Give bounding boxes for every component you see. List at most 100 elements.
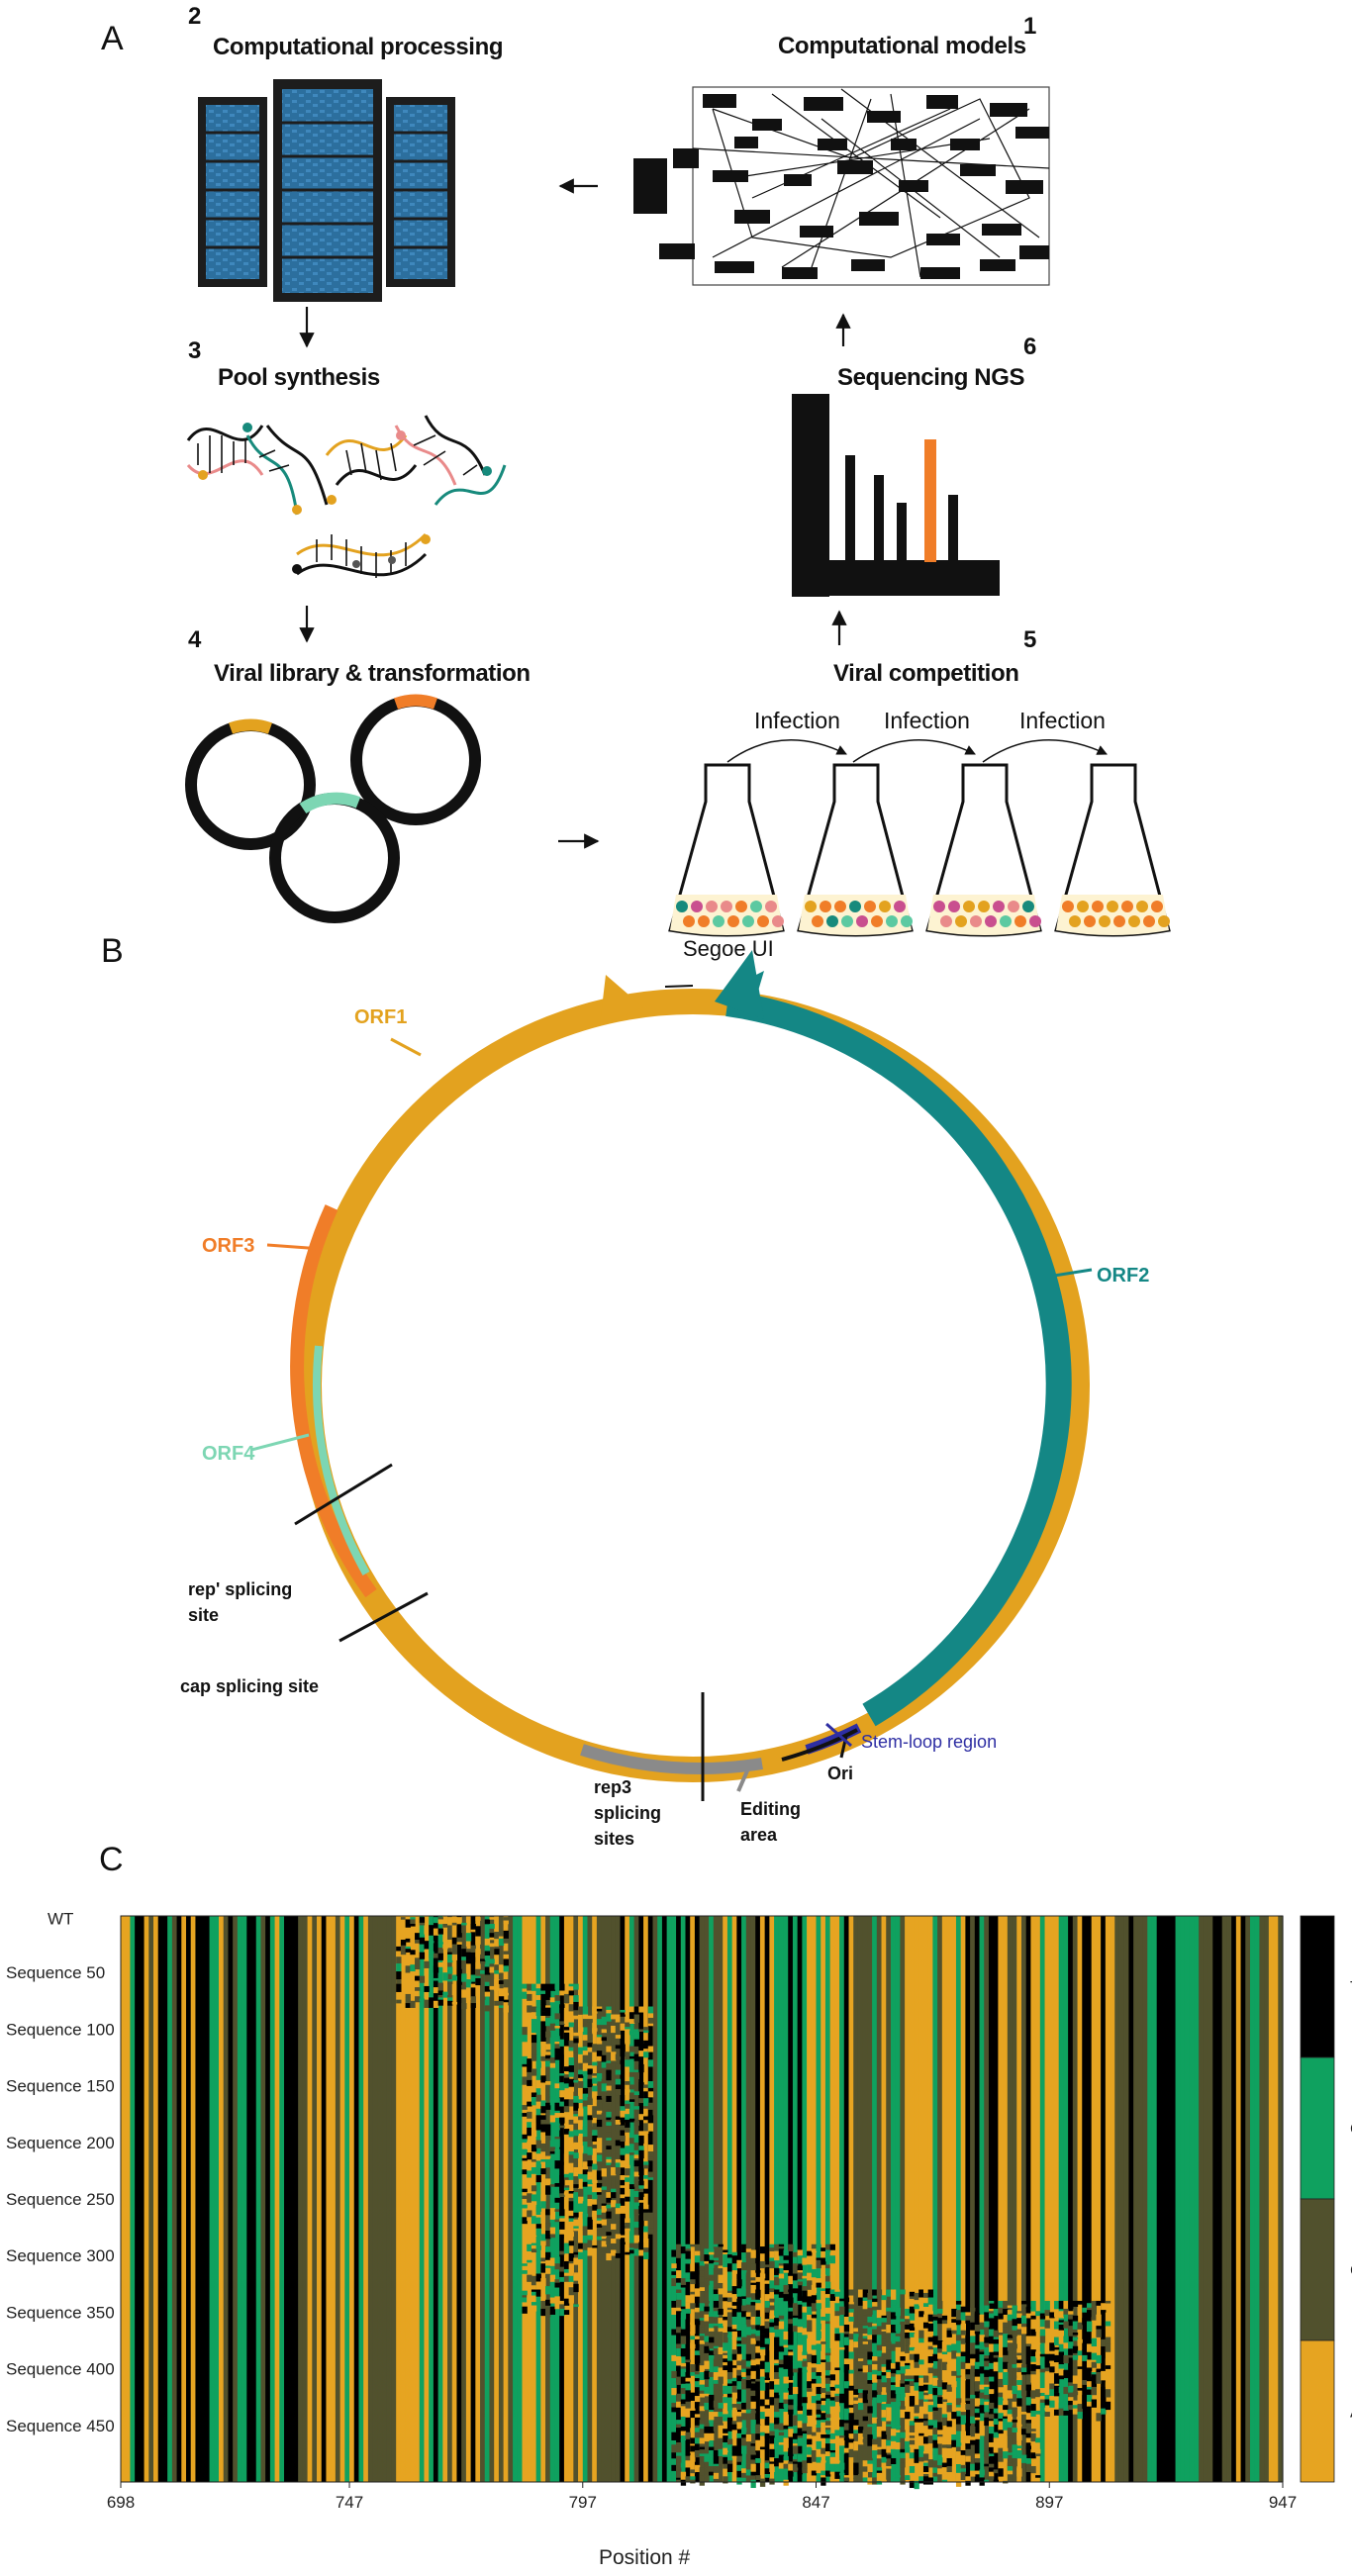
edited-cell bbox=[690, 2279, 696, 2285]
edited-cell bbox=[834, 2311, 840, 2317]
edited-cell bbox=[704, 2370, 710, 2380]
edited-cell bbox=[726, 2393, 733, 2398]
workflow-arrows bbox=[299, 178, 851, 849]
edited-cell bbox=[587, 2015, 593, 2020]
edited-cell bbox=[475, 1952, 481, 1957]
edited-cell bbox=[563, 2177, 570, 2180]
edited-cell bbox=[769, 2298, 775, 2303]
edited-cell bbox=[769, 2397, 775, 2406]
edited-cell bbox=[527, 2297, 532, 2305]
edited-cell bbox=[764, 2380, 770, 2383]
edited-cell bbox=[1007, 2362, 1014, 2368]
edited-cell bbox=[745, 2327, 752, 2336]
edited-cell bbox=[955, 2335, 962, 2341]
edited-cell bbox=[647, 2150, 654, 2157]
edited-cell bbox=[699, 2424, 705, 2430]
edited-cell bbox=[848, 2351, 854, 2359]
edited-cell bbox=[447, 1981, 453, 1984]
edited-cell bbox=[881, 2456, 887, 2463]
edited-cell bbox=[628, 2099, 635, 2102]
edited-cell bbox=[778, 2291, 785, 2298]
edited-cell bbox=[843, 2324, 850, 2333]
edited-cell bbox=[769, 2332, 775, 2339]
edited-cell bbox=[853, 2328, 859, 2333]
edited-cell bbox=[811, 2344, 818, 2350]
edited-cell bbox=[643, 2174, 649, 2179]
edited-cell bbox=[592, 2113, 598, 2118]
edited-cell bbox=[522, 2113, 528, 2117]
edited-cell bbox=[582, 2126, 589, 2133]
edited-cell bbox=[713, 2289, 720, 2295]
edited-cell bbox=[554, 2044, 560, 2050]
edited-cell bbox=[573, 2251, 579, 2255]
edited-cell bbox=[592, 2091, 598, 2099]
edited-cell bbox=[937, 2352, 943, 2359]
heatmap-column bbox=[461, 1916, 467, 2482]
edited-cell bbox=[494, 1979, 500, 1987]
edited-cell bbox=[554, 2025, 560, 2029]
virion bbox=[849, 901, 861, 912]
edited-cell bbox=[709, 2402, 715, 2411]
rep3-label-1: rep3 bbox=[594, 1777, 631, 1797]
edited-cell bbox=[998, 2357, 1004, 2366]
edited-cell bbox=[540, 2294, 546, 2302]
edited-cell bbox=[741, 2433, 747, 2438]
edited-cell bbox=[713, 2307, 720, 2312]
edited-cell bbox=[824, 2281, 831, 2289]
edited-cell bbox=[554, 2296, 560, 2305]
y-tick-label: Sequence 300 bbox=[6, 2246, 115, 2265]
edited-cell bbox=[797, 2410, 803, 2415]
edited-cell bbox=[718, 2423, 724, 2427]
edited-cell bbox=[563, 2153, 570, 2162]
virion bbox=[894, 901, 906, 912]
edited-cell bbox=[611, 2229, 617, 2233]
edited-cell bbox=[1077, 2404, 1083, 2413]
edited-cell bbox=[437, 1999, 443, 2006]
edited-cell bbox=[545, 2231, 551, 2240]
edited-cell bbox=[437, 1948, 443, 1955]
virion bbox=[812, 915, 823, 927]
edited-cell bbox=[909, 2353, 916, 2360]
edited-cell bbox=[839, 2435, 845, 2438]
edited-cell bbox=[1091, 2361, 1098, 2368]
edited-cell bbox=[918, 2391, 924, 2400]
edited-cell bbox=[1105, 2382, 1111, 2390]
edited-cell bbox=[824, 2470, 831, 2477]
edited-cell bbox=[829, 2275, 835, 2282]
edited-cell bbox=[522, 2169, 528, 2175]
edited-cell bbox=[872, 2298, 878, 2303]
edited-cell bbox=[531, 2224, 537, 2232]
edited-cell bbox=[984, 2399, 990, 2403]
edited-cell bbox=[578, 2081, 584, 2089]
heatmap-column bbox=[1161, 1916, 1167, 2482]
heatmap-column bbox=[269, 1916, 276, 2482]
edited-cell bbox=[1025, 2306, 1031, 2310]
edited-cell bbox=[723, 2476, 728, 2484]
edited-cell bbox=[596, 2209, 603, 2216]
orf2-label: ORF2 bbox=[1097, 1265, 1149, 1287]
edited-cell bbox=[527, 2243, 532, 2251]
edited-cell bbox=[527, 2295, 532, 2298]
edited-cell bbox=[527, 2170, 532, 2178]
edited-cell bbox=[535, 2122, 541, 2131]
edited-cell bbox=[615, 2116, 622, 2121]
edited-cell bbox=[895, 2341, 901, 2348]
edited-cell bbox=[475, 1942, 481, 1945]
edited-cell bbox=[862, 2321, 868, 2327]
edited-cell bbox=[424, 1960, 430, 1968]
edited-cell bbox=[535, 2153, 541, 2161]
heatmap-column bbox=[1268, 1916, 1275, 2482]
edited-cell bbox=[927, 2435, 933, 2444]
edited-cell bbox=[628, 2249, 635, 2254]
edited-cell bbox=[970, 2426, 976, 2431]
edited-cell bbox=[736, 2312, 742, 2320]
edited-cell bbox=[680, 2406, 687, 2409]
edited-cell bbox=[951, 2324, 957, 2332]
edited-cell bbox=[713, 2366, 720, 2373]
edited-cell bbox=[596, 2224, 603, 2228]
edited-cell bbox=[596, 2154, 603, 2162]
edited-cell bbox=[1058, 2368, 1065, 2374]
edited-cell bbox=[774, 2424, 780, 2430]
edited-cell bbox=[886, 2414, 892, 2422]
edited-cell bbox=[759, 2376, 766, 2383]
